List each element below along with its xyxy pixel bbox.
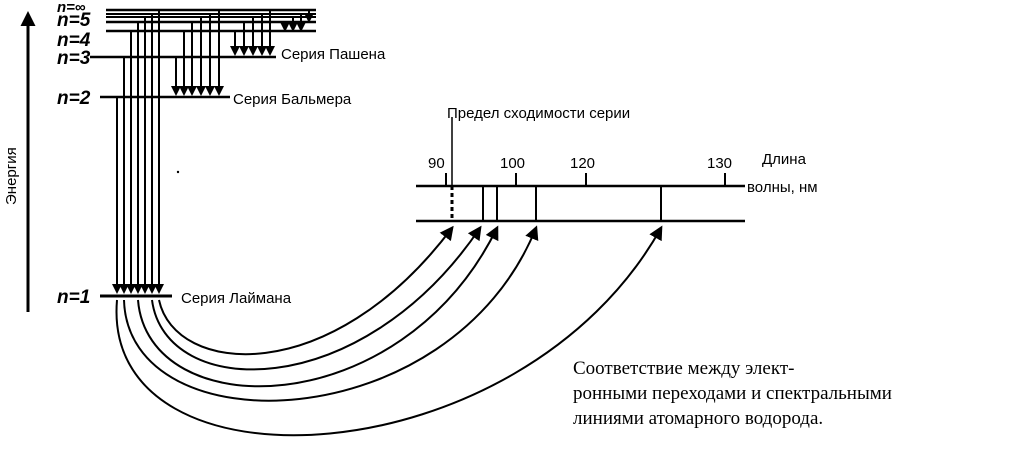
- balmer-series-label: Серия Бальмера: [233, 91, 352, 108]
- upper-transitions: [280, 10, 314, 32]
- caption-line-3: линиями атомарного водорода.: [573, 408, 823, 429]
- lyman-series-label: Серия Лаймана: [181, 290, 292, 307]
- tick-label-120: 120: [570, 155, 595, 172]
- level-label-inf: n=∞: [57, 0, 86, 16]
- paschen-transitions: [230, 10, 275, 56]
- paschen-series-label: Серия Пашена: [281, 46, 386, 63]
- arrow-to-limit: [158, 225, 454, 356]
- figure-caption: Соответствие между элект- ронными перехо…: [573, 358, 892, 429]
- level-label-2: n=2: [57, 88, 91, 109]
- caption-line-2: ронными переходами и спектральными: [573, 383, 892, 404]
- spectrum-strip: 90 100 120 130 Длина волны, нм Предел сх…: [416, 105, 818, 223]
- energy-axis: Энергия: [3, 11, 36, 312]
- arrow-to-line-1: [151, 225, 482, 371]
- series-limit-label: Предел сходимости серии: [447, 105, 630, 122]
- tick-label-130: 130: [707, 155, 732, 172]
- stray-dot: [176, 170, 180, 174]
- lyman-transitions: [112, 10, 164, 294]
- tick-label-90: 90: [428, 155, 445, 172]
- caption-line-1: Соответствие между элект-: [573, 358, 794, 379]
- balmer-transitions: [171, 10, 224, 96]
- energy-levels: n=∞ n=5 n=4 n=3 n=2 n=1: [57, 0, 316, 308]
- arrow-to-line-3: [123, 225, 539, 402]
- level-label-3: n=3: [57, 48, 91, 69]
- level-label-5: n=5: [57, 10, 91, 31]
- arrow-to-line-4: [115, 225, 663, 437]
- correspondence-arrows: [115, 225, 663, 437]
- tick-label-100: 100: [500, 155, 525, 172]
- wavelength-label-line2: волны, нм: [747, 179, 818, 196]
- energy-axis-label: Энергия: [3, 147, 20, 205]
- level-label-1: n=1: [57, 287, 90, 308]
- arrow-to-line-2: [137, 225, 499, 388]
- wavelength-label-line1: Длина: [762, 151, 807, 168]
- level-label-4: n=4: [57, 30, 91, 51]
